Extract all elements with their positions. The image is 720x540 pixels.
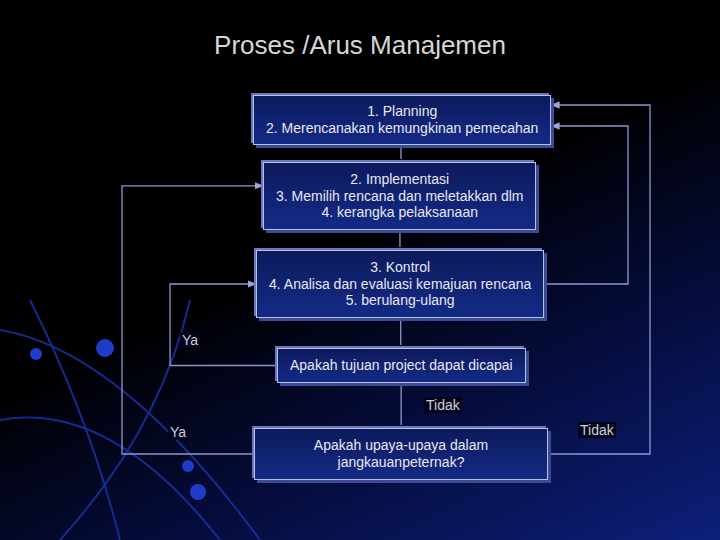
box-text: Apakah upaya-upaya dalam jangkauanpetern… (267, 437, 535, 471)
process-box: Apakah upaya-upaya dalam jangkauanpetern… (254, 428, 548, 480)
connector (544, 126, 628, 284)
connector (400, 321, 401, 345)
edge-label: Ya (168, 424, 188, 440)
connector (399, 233, 400, 247)
deco-line (30, 300, 120, 540)
box-text: 5. berulang-ulang (346, 292, 455, 309)
process-box: 1. Planning2. Merencanakan kemungkinan p… (253, 95, 551, 145)
deco-dot (182, 460, 194, 472)
deco-dot (190, 484, 206, 500)
edge-label: Tidak (424, 397, 462, 413)
diagram-title: Proses /Arus Manajemen (0, 30, 720, 61)
box-text: 2. Merencanakan kemungkinan pemecahan (266, 120, 538, 137)
deco-line (0, 330, 260, 540)
box-text: 4. kerangka pelaksanaan (322, 204, 478, 221)
connector (401, 386, 402, 425)
box-text: 3. Kontrol (370, 259, 430, 276)
process-box: Apakah tujuan project dapat dicapai (277, 348, 526, 383)
box-text: 3. Memilih rencana dan meletakkan dlm (276, 188, 523, 205)
box-text: 1. Planning (367, 103, 437, 120)
connector (548, 105, 650, 454)
connector (122, 186, 263, 454)
box-text: Apakah tujuan project dapat dicapai (290, 357, 513, 374)
process-box: 2. Implementasi3. Memilih rencana dan me… (263, 162, 536, 230)
box-text: 2. Implementasi (350, 171, 449, 188)
box-text: 4. Analisa dan evaluasi kemajuan rencana (269, 276, 531, 293)
edge-label: Tidak (578, 422, 616, 438)
connector (400, 148, 401, 159)
edge-label: Ya (180, 332, 200, 348)
process-box: 3. Kontrol4. Analisa dan evaluasi kemaju… (256, 250, 544, 318)
deco-dot (96, 339, 114, 357)
deco-dot (30, 348, 42, 360)
